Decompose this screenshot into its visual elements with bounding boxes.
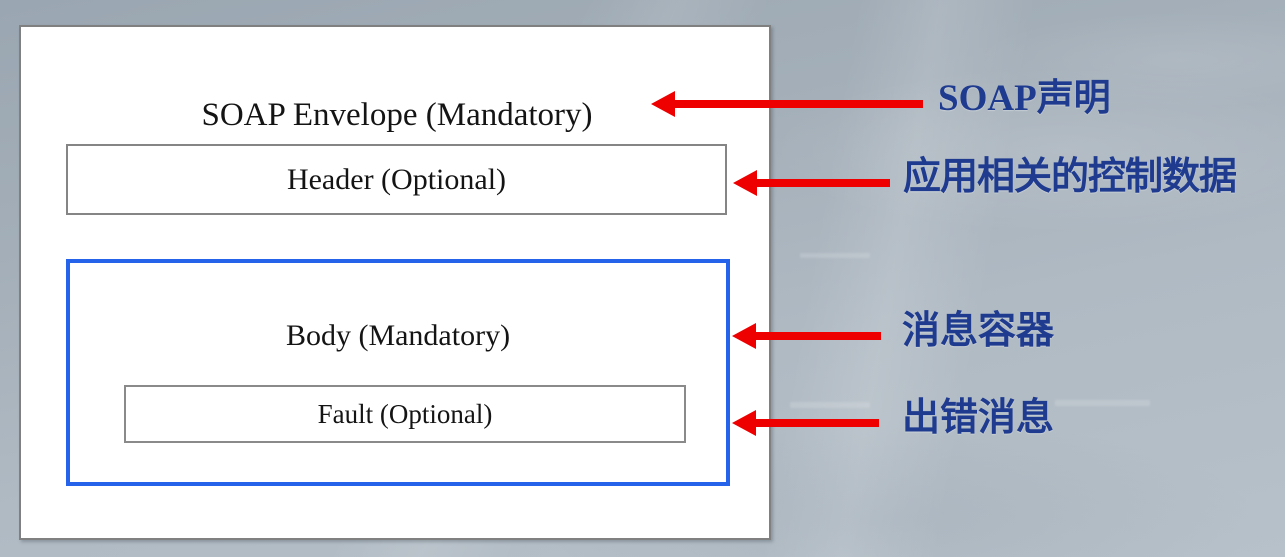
arrow-to-body-icon	[732, 321, 881, 351]
soap-body-box: Body (Mandatory) Fault (Optional)	[66, 259, 730, 486]
annotation-label-fault-message: 出错消息	[902, 395, 1055, 439]
arrow-shaft	[754, 419, 879, 427]
annotation-label-soap-declaration: SOAP声明	[938, 79, 1111, 117]
soap-fault-box: Fault (Optional)	[124, 385, 686, 443]
arrow-to-envelope-icon	[651, 89, 923, 119]
arrowhead-icon	[732, 410, 756, 436]
arrow-shaft	[754, 332, 881, 340]
arrow-to-header-icon	[733, 168, 890, 198]
soap-header-box: Header (Optional)	[66, 144, 727, 215]
arrow-shaft	[755, 179, 890, 187]
annotation-latin-text: SOAP	[938, 78, 1037, 119]
arrow-to-fault-icon	[732, 408, 879, 438]
arrowhead-icon	[733, 170, 757, 196]
annotation-cjk-text: 声明	[1036, 76, 1111, 119]
soap-body-label: Body (Mandatory)	[285, 319, 511, 352]
arrowhead-icon	[651, 91, 675, 117]
annotation-label-message-container: 消息容器	[902, 308, 1055, 352]
arrowhead-icon	[732, 323, 756, 349]
soap-envelope-box: SOAP Envelope (Mandatory) Header (Option…	[19, 25, 771, 540]
soap-fault-label: Fault (Optional)	[317, 398, 493, 429]
background-highlight-c	[800, 253, 870, 258]
soap-envelope-title: SOAP Envelope (Mandatory)	[201, 97, 593, 133]
annotation-label-control-data: 应用相关的控制数据	[903, 154, 1237, 198]
arrow-shaft	[673, 100, 923, 108]
soap-header-label: Header (Optional)	[286, 162, 507, 196]
background-highlight-a	[1055, 400, 1150, 406]
